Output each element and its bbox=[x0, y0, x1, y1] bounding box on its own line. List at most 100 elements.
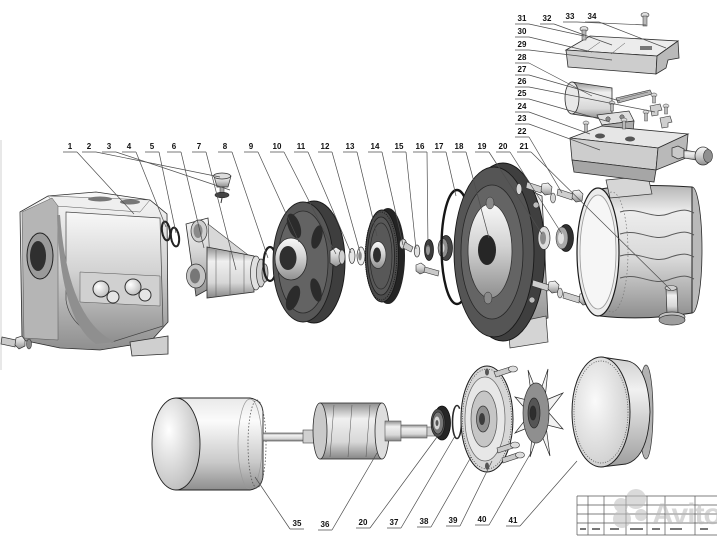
part-number-5: 5 bbox=[150, 142, 155, 151]
part-number-27: 27 bbox=[518, 65, 527, 74]
part-number-35: 35 bbox=[293, 519, 302, 528]
leader-line-2 bbox=[82, 151, 221, 178]
part-number-11: 11 bbox=[297, 142, 306, 151]
cooling-fan bbox=[513, 368, 565, 458]
circlip bbox=[451, 404, 463, 440]
leader-line-11 bbox=[294, 151, 352, 254]
part-number-17: 17 bbox=[435, 142, 444, 151]
part-number-20: 20 bbox=[499, 142, 508, 151]
leader-line-17 bbox=[432, 151, 457, 197]
part-number-20: 20 bbox=[359, 518, 368, 527]
part-number-39: 39 bbox=[449, 516, 458, 525]
avito-logo-circle bbox=[635, 509, 647, 521]
part-number-28: 28 bbox=[518, 53, 527, 62]
part-number-34: 34 bbox=[588, 12, 597, 21]
leader-line-40 bbox=[475, 450, 533, 526]
leader-line-39 bbox=[446, 460, 493, 527]
part-number-21: 21 bbox=[520, 142, 529, 151]
priming-plug bbox=[213, 172, 232, 204]
part-number-37: 37 bbox=[390, 518, 399, 527]
leader-line-20 bbox=[356, 436, 438, 529]
fan-cover bbox=[571, 356, 654, 468]
part-number-31: 31 bbox=[518, 14, 527, 23]
end-cover-screw bbox=[501, 451, 525, 464]
leader-line-8 bbox=[218, 151, 269, 259]
end-cover-screw bbox=[493, 365, 518, 378]
leader-line-37 bbox=[387, 435, 456, 529]
leader-line-26 bbox=[515, 86, 656, 113]
impeller bbox=[364, 208, 405, 304]
end-cover-screw bbox=[496, 441, 520, 454]
part-number-29: 29 bbox=[518, 40, 527, 49]
part-number-18: 18 bbox=[455, 142, 464, 151]
rear-end-cover bbox=[460, 365, 525, 473]
leader-line-38 bbox=[417, 456, 472, 528]
leader-line-33 bbox=[563, 21, 647, 26]
drain-bolt bbox=[0, 336, 17, 348]
leader-line-7 bbox=[192, 151, 237, 271]
leader-line-13 bbox=[343, 151, 378, 237]
part-number-9: 9 bbox=[249, 142, 254, 151]
avito-logo-circle bbox=[626, 489, 646, 509]
part-number-6: 6 bbox=[172, 142, 177, 151]
leader-line-24 bbox=[515, 111, 591, 135]
leader-line-6 bbox=[167, 151, 205, 249]
leader-line-31 bbox=[515, 23, 585, 37]
part-number-12: 12 bbox=[321, 142, 330, 151]
casing-foot bbox=[129, 335, 169, 357]
part-number-30: 30 bbox=[518, 27, 527, 36]
shaft-seal-parts bbox=[399, 235, 453, 277]
leader-line-28 bbox=[515, 62, 593, 97]
bracket-bolts-and-seal bbox=[515, 181, 591, 306]
drain-washer bbox=[26, 338, 32, 350]
motor-foot bbox=[658, 285, 686, 326]
part-number-13: 13 bbox=[346, 142, 355, 151]
leader-line-14 bbox=[368, 151, 404, 246]
leader-line-5 bbox=[145, 151, 177, 234]
part-number-36: 36 bbox=[321, 520, 330, 529]
leader-line-18 bbox=[452, 151, 490, 239]
part-number-10: 10 bbox=[273, 142, 282, 151]
part-number-3: 3 bbox=[107, 142, 112, 151]
part-number-1: 1 bbox=[68, 142, 73, 151]
impeller-nut-washers bbox=[329, 246, 366, 268]
bracket-bolt bbox=[415, 262, 426, 275]
leader-line-4 bbox=[122, 151, 167, 228]
capacitor bbox=[564, 81, 653, 121]
casing-o-rings bbox=[160, 220, 181, 248]
leader-line-3 bbox=[102, 151, 231, 191]
leader-line-20 bbox=[496, 151, 563, 235]
leader-line-35 bbox=[254, 476, 304, 530]
part-number-25: 25 bbox=[518, 89, 527, 98]
casing-knob bbox=[124, 278, 142, 296]
leader-line-10 bbox=[270, 151, 337, 255]
leader-line-16 bbox=[413, 151, 429, 248]
leader-line-9 bbox=[244, 151, 300, 243]
part-number-26: 26 bbox=[518, 77, 527, 86]
part-number-7: 7 bbox=[197, 142, 202, 151]
avito-logo-circle bbox=[614, 498, 628, 512]
pump-bracket bbox=[453, 162, 549, 349]
cover-screw bbox=[640, 12, 650, 27]
leader-line-29 bbox=[515, 49, 613, 61]
leader-line-19 bbox=[475, 151, 543, 235]
part-number-32: 32 bbox=[543, 14, 552, 23]
part-number-15: 15 bbox=[395, 142, 404, 151]
part-number-41: 41 bbox=[509, 516, 518, 525]
watermark: Avito bbox=[613, 489, 717, 531]
ejector-assembly bbox=[185, 217, 269, 299]
leader-line-25 bbox=[515, 98, 611, 123]
part-number-23: 23 bbox=[518, 114, 527, 123]
leader-line-15 bbox=[392, 151, 417, 250]
part-number-33: 33 bbox=[566, 12, 575, 21]
leader-line-32 bbox=[540, 23, 613, 46]
capacitor-lead-strip bbox=[615, 89, 653, 104]
leader-line-22 bbox=[515, 136, 563, 194]
rear-bearing bbox=[430, 405, 451, 441]
leader-line-12 bbox=[318, 151, 361, 253]
part-number-22: 22 bbox=[518, 127, 527, 136]
part-number-8: 8 bbox=[223, 142, 228, 151]
leader-line-34 bbox=[585, 21, 667, 49]
